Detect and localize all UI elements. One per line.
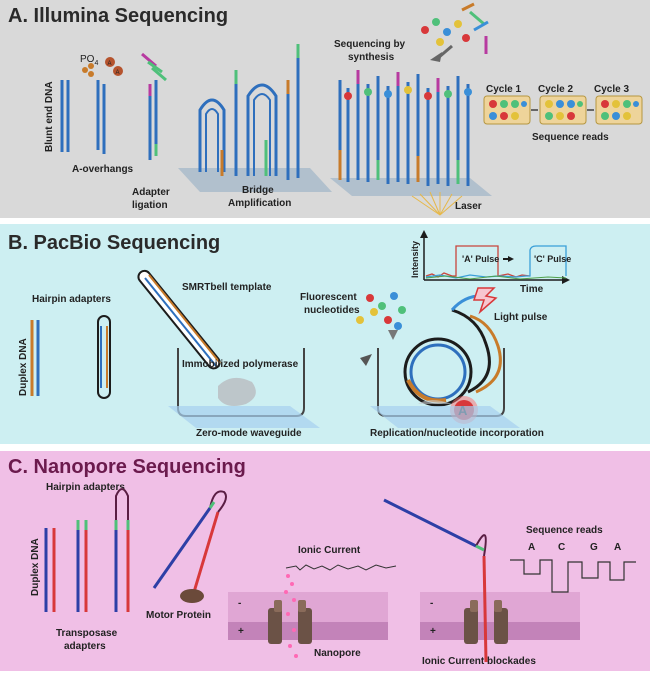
adapter-strands: [141, 52, 167, 82]
svg-text:Cycle 1: Cycle 1: [486, 84, 521, 95]
label-transposase: Transposase: [56, 628, 118, 639]
label-hairpin-adapters-c: Hairpin adapters: [46, 482, 125, 493]
label-ionic-current: Ionic Current: [298, 545, 361, 556]
label-amplification: Amplification: [228, 198, 291, 209]
svg-text:Cycle 3: Cycle 3: [594, 84, 629, 95]
label-minus-c: -: [238, 598, 241, 609]
label-sequence-reads-a: Sequence reads: [532, 132, 609, 143]
label-immobilized-polymerase: Immobilized polymerase: [182, 359, 299, 370]
cycle-3: Cycle 3: [594, 84, 643, 125]
flow-cell-surface: [178, 168, 332, 192]
label-sequence-reads-c: Sequence reads: [526, 525, 603, 536]
duplex-dna-b: [30, 320, 40, 396]
label-a-overhangs: A-overhangs: [72, 164, 134, 175]
base-call: C: [558, 542, 565, 553]
blockade-trace: [510, 559, 636, 593]
duplex-dna-c: [44, 528, 56, 612]
waveguide-base-replication: [370, 406, 520, 428]
light-pulse-icon: [472, 287, 498, 315]
polymerase-replication: [418, 400, 452, 404]
replication-circle: [403, 294, 502, 407]
label-a-pulse: 'A' Pulse: [462, 254, 499, 264]
c-pulse-trace: [425, 245, 567, 279]
label-plus-c: +: [238, 626, 244, 637]
hairpin-loop-b: [97, 315, 111, 399]
label-po4: PO4: [80, 54, 98, 67]
base-call: A: [614, 542, 621, 553]
sbs-labeled-nucleotides: [344, 86, 472, 100]
label-fluorescent: Fluorescent: [300, 292, 357, 303]
incorporation-arrow: [430, 52, 442, 62]
label-sequencing-by: Sequencing by: [334, 39, 406, 50]
label-blunt-end-dna: Blunt end DNA: [44, 81, 55, 152]
base-call: G: [590, 542, 598, 553]
label-hairpin-adapters-b: Hairpin adapters: [32, 294, 111, 305]
pulse-arrow: [508, 256, 514, 262]
transposase-adapted-dna: [76, 520, 88, 612]
phosphate-dots: [82, 63, 94, 77]
a-overhang-dna: [96, 80, 106, 154]
label-laser: Laser: [455, 201, 482, 212]
label-bridge: Bridge: [242, 185, 274, 196]
baseline-trace: [425, 275, 567, 280]
label-motor-protein: Motor Protein: [146, 610, 211, 621]
svg-text:A: A: [116, 70, 120, 76]
label-zmw: Zero-mode waveguide: [196, 428, 302, 439]
nucleotide-arrow-b: [388, 330, 398, 340]
a-nucleotides: A A: [105, 57, 123, 76]
cycle-2: Cycle 2: [538, 84, 587, 125]
replication-arrow: [360, 354, 372, 366]
nanopore-protein-c: [268, 600, 312, 644]
label-synthesis: synthesis: [348, 52, 395, 63]
polymerase-b: [218, 377, 256, 406]
adapter-ligated-dna: [148, 80, 158, 160]
label-time: Time: [520, 284, 544, 295]
hairpin-dna-c: [114, 488, 130, 612]
label-plus-c2: +: [430, 626, 436, 637]
cycle-1: Cycle 1: [483, 84, 531, 125]
label-duplex-dna-c: Duplex DNA: [30, 538, 41, 596]
free-nucleotides-cluster: [421, 2, 489, 54]
label-replication: Replication/nucleotide incorporation: [370, 428, 544, 439]
svg-text:Cycle 2: Cycle 2: [538, 84, 573, 95]
label-intensity: Intensity: [410, 241, 420, 278]
translocating-strand: [383, 498, 488, 663]
label-minus-c2: -: [430, 598, 433, 609]
fluorescent-nucleotides-b: [356, 292, 406, 330]
svg-text:A: A: [108, 61, 112, 67]
label-smrtbell: SMRTbell template: [182, 282, 272, 293]
label-c-pulse: 'C' Pulse: [534, 254, 571, 264]
ions-c: [284, 574, 298, 658]
panel-a-title: A. Illumina Sequencing: [8, 5, 228, 27]
nanopore-protein-c2: [464, 600, 508, 644]
label-light-pulse: Light pulse: [494, 312, 548, 323]
sbs-strands: [338, 70, 470, 186]
smrtbell-template: [137, 269, 221, 370]
base-calls: A C G A: [528, 542, 621, 553]
ionic-current-trace: [285, 564, 397, 571]
intensity-axis-arrow: [420, 230, 428, 238]
waveguide-base-b: [168, 406, 320, 428]
panel-b-background: [0, 224, 650, 444]
panel-b-title: B. PacBio Sequencing: [8, 232, 220, 254]
label-adapter: Adapter: [132, 187, 170, 198]
label-adapters-c: adapters: [64, 641, 106, 652]
sbs-flow-cell: [330, 178, 492, 196]
label-ionic-current-blockades: Ionic Current blockades: [422, 656, 536, 667]
blunt-end-dna: [60, 80, 70, 152]
label-nucleotides: nucleotides: [304, 305, 360, 316]
bridge-amplification-strands: [198, 44, 300, 180]
incorporation-arrow-shaft: [437, 44, 453, 60]
base-call: A: [528, 542, 535, 553]
motor-protein-strand: [152, 490, 227, 603]
label-ligation: ligation: [132, 200, 168, 211]
label-duplex-dna-b: Duplex DNA: [18, 338, 29, 396]
laser-beams: [411, 191, 463, 216]
panel-c-title: C. Nanopore Sequencing: [8, 456, 246, 478]
label-nanopore: Nanopore: [314, 648, 361, 659]
